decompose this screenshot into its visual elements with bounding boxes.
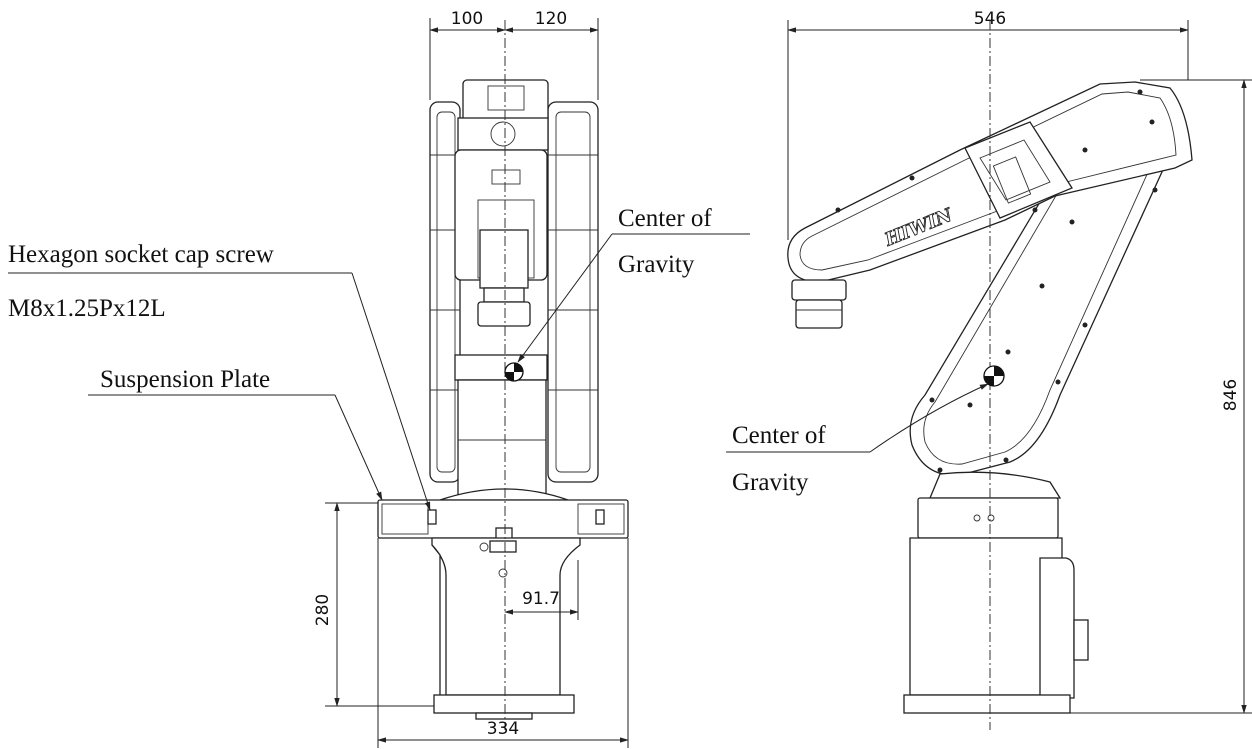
label-cog-side-1: Center of (732, 422, 826, 449)
front-side-covers (429, 101, 599, 483)
dim-334: 334 (487, 719, 519, 739)
callout-suspension: Suspension Plate (88, 366, 383, 501)
callout-cog-side: Center of Gravity (726, 383, 989, 496)
front-view: 100 120 280 91.7 334 (313, 9, 629, 748)
side-dim-width: 546 (787, 9, 1189, 240)
callout-cog-front: Center of Gravity (517, 205, 750, 363)
front-dim-height: 280 (313, 502, 434, 707)
dim-120: 120 (535, 9, 567, 29)
front-dim-top: 100 120 (429, 9, 599, 100)
side-bolts (835, 89, 1158, 473)
front-dim-offset: 91.7 (504, 560, 579, 620)
dim-546: 546 (974, 9, 1006, 29)
dim-280: 280 (313, 594, 333, 626)
side-base (903, 471, 1089, 714)
side-cog-symbol (983, 365, 1005, 387)
label-cog-side-2: Gravity (732, 469, 809, 496)
label-screw-spec: M8x1.25Px12L (8, 295, 166, 322)
dim-100: 100 (451, 9, 483, 29)
front-base (377, 488, 629, 720)
front-dim-width: 334 (377, 538, 629, 748)
side-wrist (791, 279, 847, 329)
front-arm (454, 79, 549, 501)
dim-91-7: 91.7 (522, 589, 560, 609)
callout-screw: Hexagon socket cap screw M8x1.25Px12L (8, 241, 431, 511)
dim-846: 846 (1221, 379, 1241, 411)
side-view: HIWIN (787, 9, 1252, 730)
label-suspension-plate: Suspension Plate (100, 366, 270, 393)
label-cog-front-2: Gravity (618, 251, 695, 278)
label-hex-screw: Hexagon socket cap screw (8, 241, 274, 268)
front-cog-symbol (504, 362, 524, 382)
side-dim-height: 846 (1070, 79, 1252, 714)
label-cog-front-1: Center of (618, 205, 712, 232)
